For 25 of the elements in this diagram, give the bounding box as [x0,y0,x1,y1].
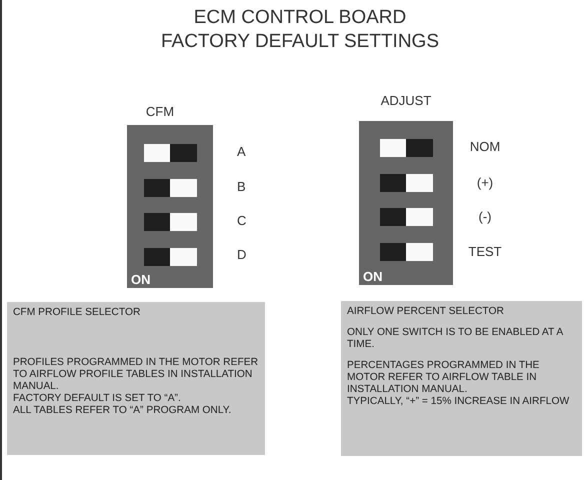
switch-label: B [237,179,246,194]
note-heading: CFM PROFILE SELECTOR [13,307,142,319]
note-text: ONLY ONE SWITCH IS TO BE ENABLED AT A TIME. [347,327,564,351]
note-text: PERCENTAGES PROGRAMMED IN THE MOTOR REFER TO AIRFLOW TABLE IN INSTALLATION MANUAL. [347,360,540,396]
switch-label: CFM [146,104,174,119]
switch-label: D [237,247,246,262]
note-panel [7,302,265,455]
diagram-title: ECM CONTROL BOARD FACTORY DEFAULT SETTINGS [160,6,440,54]
switch-on-label: ON [131,272,150,287]
note-text: ALL TABLES REFER TO “A” PROGRAM ONLY. [13,405,232,417]
dip-switch [127,125,213,288]
note-text: PROFILES PROGRAMMED IN THE MOTOR REFER TO AIRFLOW PROFILE TABLES IN INSTALLATION MANUAL. [13,357,259,393]
dip-switch [359,121,453,285]
switch-label: (+) [476,175,494,190]
switch-on-label: ON [363,269,382,284]
note-text: FACTORY DEFAULT IS SET TO “A”. [13,393,182,405]
switch-label: C [237,213,246,228]
switch-label: NOM [470,139,500,154]
switch-label: TEST [468,244,502,259]
switch-label: ADJUST [380,93,432,108]
switch-label: (-) [478,209,492,224]
note-text: TYPICALLY, “+” = 15% INCREASE IN AIRFLOW [347,396,570,408]
switch-label: A [237,144,246,159]
note-heading: AIRFLOW PERCENT SELECTOR [347,306,505,318]
note-panel [341,301,582,456]
